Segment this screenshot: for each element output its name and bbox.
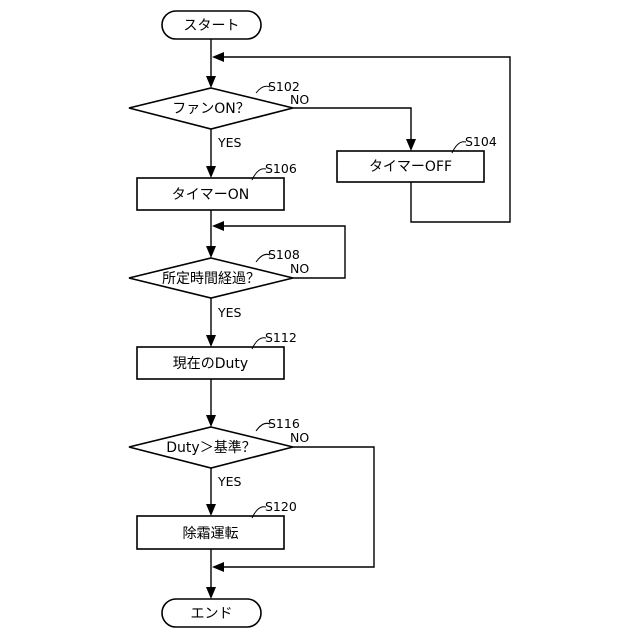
- arrow-into-s120: [206, 504, 216, 516]
- step-id-s112: S112: [265, 330, 297, 345]
- arrow-into-s116: [206, 415, 216, 427]
- branch-s102-no: NO: [290, 92, 309, 107]
- arrow-s116-no-merge: [212, 562, 224, 572]
- step-id-s116: S116: [268, 416, 300, 431]
- branch-s116-yes: YES: [217, 474, 242, 489]
- arrow-into-s108: [206, 246, 216, 258]
- arrow-into-s112: [206, 335, 216, 347]
- connector-s102-no: [293, 108, 411, 143]
- process-s104-text: タイマーOFF: [369, 159, 452, 175]
- arrow-into-s104: [406, 139, 416, 151]
- process-s112-text: 現在のDuty: [173, 356, 248, 372]
- process-s106-text: タイマーON: [172, 187, 250, 203]
- end-terminal: エンド: [162, 599, 261, 627]
- step-id-s106: S106: [265, 161, 297, 176]
- branch-s116-no: NO: [290, 430, 309, 445]
- decision-s108: 所定時間経過？: [129, 258, 293, 298]
- arrow-into-s102: [206, 76, 216, 88]
- decision-s108-text: 所定時間経過？: [162, 271, 260, 287]
- step-id-s104: S104: [465, 134, 497, 149]
- start-terminal: スタート: [162, 11, 261, 39]
- branch-s102-yes: YES: [217, 135, 242, 150]
- process-s120: 除霜運転: [137, 516, 284, 549]
- start-label: スタート: [184, 18, 240, 34]
- step-id-s108: S108: [268, 247, 300, 262]
- process-s112: 現在のDuty: [137, 347, 284, 379]
- branch-s108-no: NO: [290, 261, 309, 276]
- arrow-return-into-main: [212, 52, 224, 62]
- decision-s102: ファンON？: [129, 88, 293, 129]
- end-label: エンド: [191, 606, 233, 622]
- decision-s116: Duty＞基準？: [129, 427, 293, 468]
- branch-s108-yes: YES: [217, 305, 242, 320]
- process-s120-text: 除霜運転: [183, 526, 239, 542]
- step-id-s120: S120: [265, 499, 297, 514]
- arrow-s108-loop: [212, 221, 224, 231]
- process-s104: タイマーOFF: [337, 151, 484, 182]
- arrow-into-end: [206, 587, 216, 599]
- decision-s102-text: ファンON？: [172, 101, 250, 117]
- decision-s116-text: Duty＞基準？: [166, 439, 255, 456]
- arrow-into-s106: [206, 166, 216, 178]
- process-s106: タイマーON: [137, 178, 284, 210]
